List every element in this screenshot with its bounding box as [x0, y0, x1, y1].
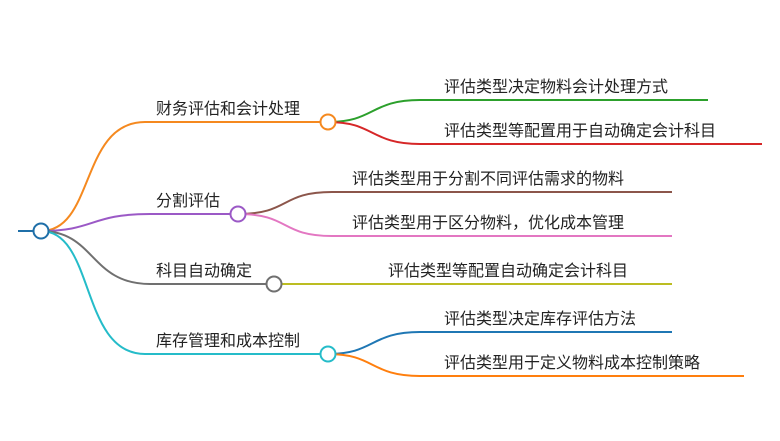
connector-leaf-1-1	[327, 99, 708, 123]
leaf-4-1-label: 评估类型决定库存评估方法	[444, 309, 636, 328]
connector-branch-2	[40, 213, 238, 232]
branch-1-label: 财务评估和会计处理	[156, 99, 300, 118]
connector-branch-3	[40, 230, 274, 285]
connector-leaf-2-1	[237, 191, 672, 215]
connector-leaf-1-2	[327, 121, 762, 145]
connector-leaf-4-1	[327, 331, 672, 355]
leaf-4-2-label: 评估类型用于定义物料成本控制策略	[444, 353, 700, 372]
leaf-2-2-label: 评估类型用于区分物料，优化成本管理	[352, 213, 624, 232]
connector-leaf-4-2	[327, 353, 744, 377]
branch-4-node[interactable]	[319, 345, 337, 363]
connector-leaf-2-2	[237, 213, 672, 237]
branch-1-node[interactable]	[319, 113, 337, 131]
branch-3-node[interactable]	[265, 275, 283, 293]
connector-branch-1	[40, 121, 328, 232]
leaf-1-2-label: 评估类型等配置用于自动确定会计科目	[444, 121, 716, 140]
connector-branch-4	[40, 230, 328, 355]
leaf-2-1-label: 评估类型用于分割不同评估需求的物料	[352, 169, 624, 188]
leaf-1-1-label: 评估类型决定物料会计处理方式	[444, 77, 668, 96]
branch-3-label: 科目自动确定	[156, 261, 252, 280]
root-node[interactable]	[32, 222, 50, 240]
leaf-3-1-label: 评估类型等配置自动确定会计科目	[388, 261, 628, 280]
branch-2-label: 分割评估	[156, 191, 220, 210]
branch-4-label: 库存管理和成本控制	[156, 331, 300, 350]
branch-2-node[interactable]	[229, 205, 247, 223]
